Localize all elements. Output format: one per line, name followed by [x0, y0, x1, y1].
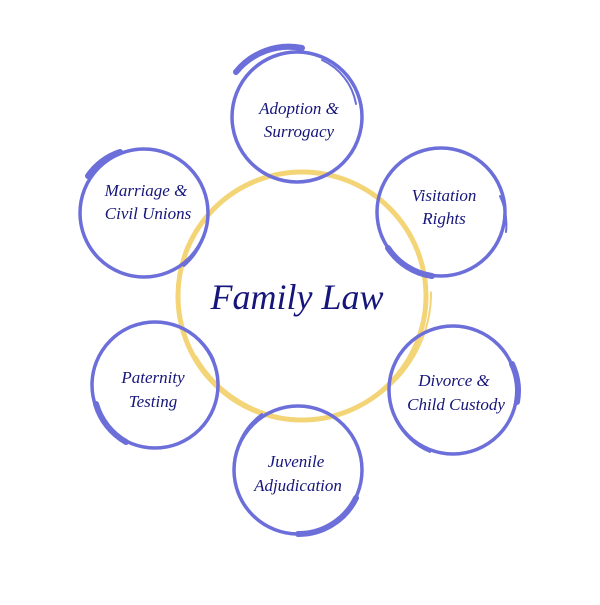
node-ring-divorce	[387, 324, 519, 456]
center-hub: Family Law	[175, 166, 432, 423]
node-ring-paternity	[90, 320, 220, 450]
node-brush-juvenile	[295, 495, 359, 538]
node-brush-marriage-tail	[183, 227, 207, 267]
node-brush-marriage	[85, 149, 123, 179]
node-brush-visitation-tail	[499, 195, 508, 233]
center-ring-overlap	[178, 166, 432, 420]
node-visitation-rights: Visitation Rights	[375, 146, 508, 279]
node-label-juvenile-2: Adjudication	[253, 476, 342, 495]
node-marriage-civil-unions: Marriage & Civil Unions	[78, 147, 210, 279]
node-brush-adoption-tail	[321, 59, 357, 105]
center-ring	[175, 169, 429, 423]
node-divorce-custody: Divorce & Child Custody	[387, 324, 521, 456]
node-juvenile-adjudication: Juvenile Adjudication	[232, 404, 364, 538]
node-label-visitation-1: Visitation	[412, 186, 477, 205]
node-label-visitation-2: Rights	[421, 209, 466, 228]
node-brush-paternity	[93, 401, 129, 445]
node-label-juvenile-1: Juvenile	[268, 452, 325, 471]
node-label-paternity-1: Paternity	[120, 368, 185, 387]
node-label-paternity-2: Testing	[129, 392, 178, 411]
node-brush-paternity-tail	[177, 325, 215, 361]
node-label-adoption-2: Surrogacy	[264, 122, 335, 141]
node-label-marriage-2: Civil Unions	[105, 204, 192, 223]
node-label-adoption-1: Adoption &	[258, 99, 340, 118]
node-label-marriage-1: Marriage &	[104, 181, 188, 200]
node-label-divorce-2: Child Custody	[407, 395, 505, 414]
node-ring-adoption	[230, 50, 364, 184]
node-brush-visitation	[385, 245, 435, 279]
node-ring-marriage	[78, 147, 210, 279]
node-brush-juvenile-tail	[237, 413, 263, 447]
node-paternity-testing: Paternity Testing	[90, 320, 220, 450]
node-brush-divorce-tail	[395, 419, 431, 453]
center-title: Family Law	[209, 277, 383, 317]
node-adoption-surrogacy: Adoption & Surrogacy	[230, 43, 364, 184]
node-label-divorce-1: Divorce &	[417, 371, 490, 390]
node-brush-adoption	[233, 43, 305, 75]
node-brush-divorce	[509, 361, 521, 405]
